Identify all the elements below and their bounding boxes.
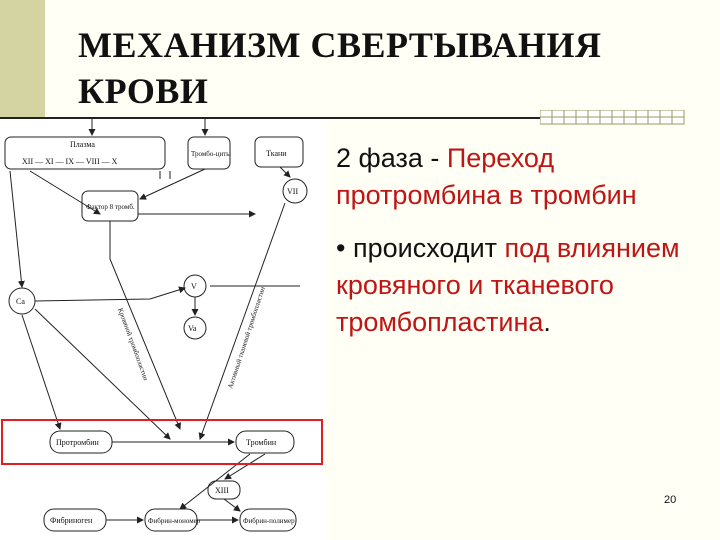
label-thrombin: Тромбин (246, 438, 277, 447)
paragraph-phase: 2 фаза - Переход протромбина в тромбин (336, 140, 711, 214)
label-fibrin-polymer: Фибрин-полимер (243, 517, 295, 525)
page-number: 20 (664, 494, 677, 506)
coagulation-diagram: Плазма XII — XI — IX — VIII — X Тромбо-ц… (0, 119, 326, 540)
label-f5a: Va (188, 324, 197, 333)
slide-title-line-2: КРОВИ (78, 71, 209, 111)
label-factor8: Фактор 8 тромб. (86, 203, 135, 211)
label-tissues: Ткани (266, 149, 287, 158)
paragraph-bullet: • происходит под влиянием кровяного и тк… (336, 230, 711, 341)
slide-title: МЕХАНИЗМ СВЕРТЫВАНИЯ КРОВИ (78, 22, 698, 114)
slide-title-line-1: МЕХАНИЗМ СВЕРТЫВАНИЯ (78, 25, 602, 65)
label-f13: XIII (215, 486, 229, 495)
label-chain: XII — XI — IX — VIII — X (22, 157, 118, 166)
slide-body: 2 фаза - Переход протромбина в тромбин •… (336, 140, 711, 357)
side-accent-band (0, 0, 45, 118)
label-plasma: Плазма (70, 140, 95, 149)
label-ca: Ca (16, 297, 25, 306)
highlight-box (1, 419, 323, 465)
paragraph-bullet-accent: под влиянием кровяного и тканевого тромб… (336, 233, 680, 337)
label-fibrin-monomer: Фибрин-мономер (148, 517, 201, 525)
decorative-grid (540, 110, 685, 125)
paragraph-phase-plain: 2 фаза - (336, 143, 447, 173)
label-prothrombin: Протромбин (56, 438, 100, 447)
title-divider (0, 117, 540, 119)
label-fibrinogen: Фибриноген (50, 516, 93, 525)
paragraph-phase-accent: Переход протромбина в тромбин (336, 143, 637, 210)
label-tissue-thromboplastin: Активный тканевой тромбопластин (226, 286, 267, 390)
label-thrombocytes: Тромбо-циты (191, 150, 231, 158)
label-f7: VII (287, 187, 298, 196)
paragraph-bullet-plain: • происходит (336, 233, 505, 263)
label-f5: V (191, 282, 197, 291)
paragraph-bullet-end: . (543, 307, 551, 337)
